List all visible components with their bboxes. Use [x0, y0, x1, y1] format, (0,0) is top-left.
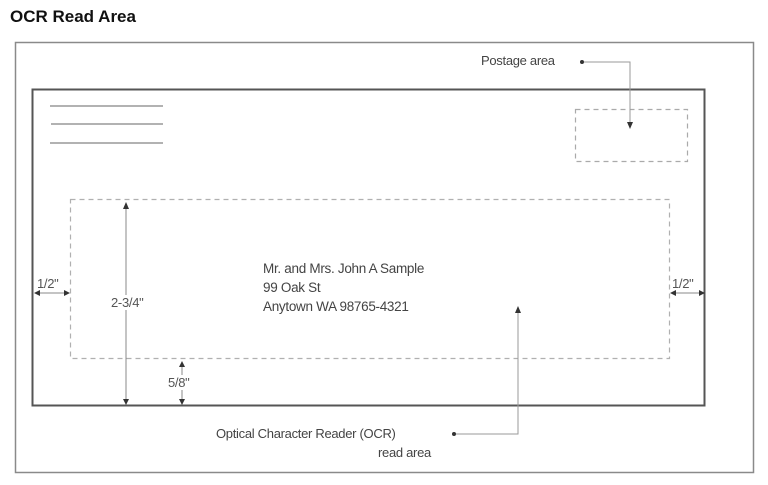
ocr-read-area-box	[69, 198, 671, 360]
ocr-label-line-2: read area	[378, 445, 431, 460]
address-line-2: 99 Oak St	[263, 280, 321, 295]
postage-area-label: Postage area	[481, 53, 555, 68]
address-line-3: Anytown WA 98765-4321	[263, 299, 409, 314]
postage-leader	[580, 60, 633, 129]
postage-area-box	[574, 108, 689, 163]
right-margin-label: 1/2"	[672, 276, 694, 291]
envelope-outline	[31, 88, 706, 407]
left-margin-dimension	[34, 290, 70, 296]
return-address-lines	[50, 105, 163, 144]
page-title: OCR Read Area	[10, 7, 136, 26]
outer-frame	[14, 41, 755, 474]
right-margin-dimension	[670, 290, 705, 296]
delivery-address: Mr. and Mrs. John A Sample 99 Oak St Any…	[263, 259, 424, 316]
ocr-leader	[452, 306, 521, 436]
bottom-margin-label: 5/8"	[168, 375, 190, 390]
left-margin-label: 1/2"	[37, 276, 59, 291]
height-label: 2-3/4"	[111, 295, 144, 310]
ocr-label-line-1: Optical Character Reader (OCR)	[216, 426, 396, 441]
address-line-1: Mr. and Mrs. John A Sample	[263, 261, 425, 276]
